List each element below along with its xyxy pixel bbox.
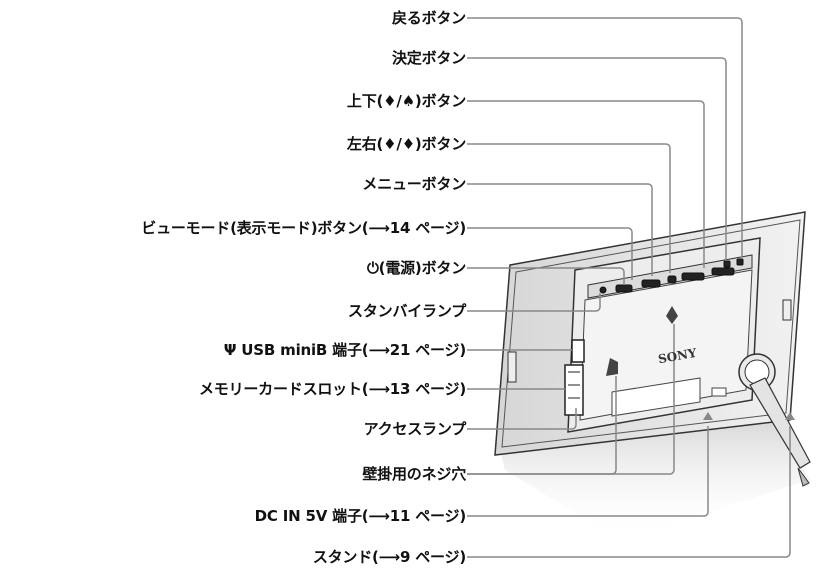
standby-lamp: [599, 286, 607, 294]
usb-trident-icon: Ψ: [223, 341, 242, 359]
menu-button: [667, 275, 677, 284]
back-button: [736, 258, 744, 266]
wall-hole-upper: [666, 306, 678, 324]
label-updown-button: 上下(♦/♠)ボタン: [346, 92, 466, 110]
label-standby-lamp: スタンバイランプ: [348, 302, 466, 320]
memory-card-slot: [564, 364, 584, 416]
frame-side-notch: [507, 351, 517, 383]
stand-leg: [749, 377, 811, 469]
leader-leftright: [467, 143, 671, 273]
leader-stand: [467, 426, 791, 558]
leader-lines: [467, 17, 791, 558]
leader-updown: [467, 100, 705, 268]
leader-wallhole-upper: [467, 324, 675, 475]
label-back-button: 戻るボタン: [391, 9, 466, 27]
leader-power: [467, 267, 625, 285]
leader-dcin: [467, 426, 709, 517]
label-dc-in: DC IN 5V 端子(⟶11 ページ): [254, 507, 467, 525]
label-power-button: ⏻(電源)ボタン: [367, 259, 466, 277]
label-stand: スタンド(⟶9 ページ): [312, 548, 466, 566]
frame-side-notch-right: [782, 299, 792, 321]
leader-enter: [467, 57, 727, 261]
viewmode-button: [641, 279, 661, 288]
label-usb-text: USB miniB 端子(⟶21 ページ): [241, 341, 466, 359]
leader-back: [467, 17, 743, 259]
wall-hole-lower: [606, 358, 618, 376]
leader-standby: [467, 293, 601, 312]
brand-logo: SONY: [657, 346, 698, 367]
label-usb-port: Ψ USB miniB 端子(⟶21 ページ): [224, 341, 466, 359]
leftright-button: [681, 272, 705, 281]
label-enter-button: 決定ボタン: [391, 49, 466, 67]
stand-foot: [797, 467, 810, 487]
floor-shadow: [500, 398, 810, 540]
label-access-lamp: アクセスランプ: [363, 420, 467, 438]
leader-viewmode: [467, 227, 633, 280]
rear-label: [611, 377, 701, 417]
power-button: [615, 284, 633, 293]
label-viewmode-button: ビューモード(表示モード)ボタン(⟶14 ページ): [141, 219, 466, 237]
updown-button: [711, 267, 735, 276]
label-leftright-button: 左右(♦/♦)ボタン: [346, 135, 466, 153]
stand-arrow: [785, 412, 795, 420]
label-memory-card-slot: メモリーカードスロット(⟶13 ページ): [198, 380, 466, 398]
usb-port: [571, 339, 585, 363]
leader-access: [467, 408, 577, 430]
dc-in-port: [711, 387, 727, 397]
dcin-arrow: [703, 412, 713, 420]
top-buttons: [599, 258, 744, 294]
leader-wallhole-lower: [467, 376, 617, 475]
label-wall-hole: 壁掛用のネジ穴: [362, 465, 466, 483]
enter-button: [723, 260, 731, 268]
label-menu-button: メニューボタン: [362, 175, 466, 193]
leader-menu: [467, 183, 653, 276]
